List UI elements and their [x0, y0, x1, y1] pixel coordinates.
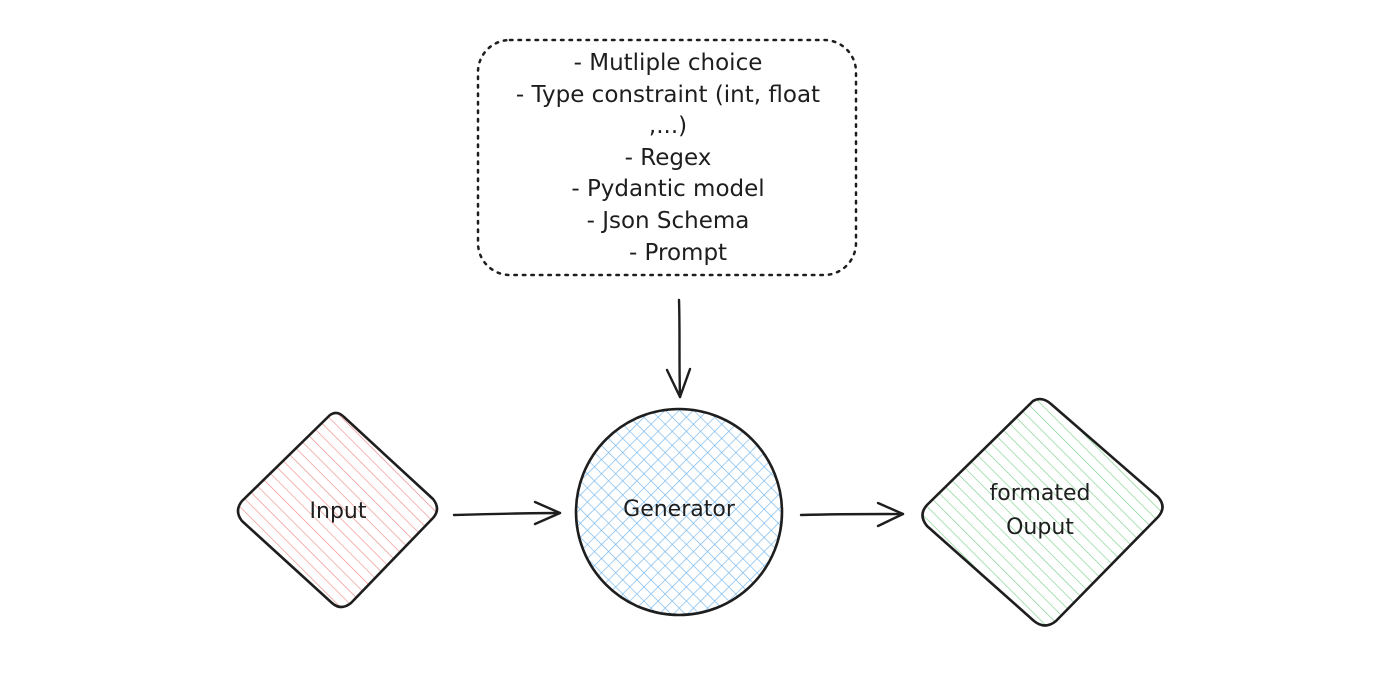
output-node: formated Ouput: [921, 397, 1164, 627]
generator-node: Generator: [574, 407, 784, 617]
output-label-line1: formated: [990, 481, 1091, 506]
constraints-box: - Mutliple choice - Type constraint (int…: [476, 38, 858, 277]
input-label: Input: [310, 499, 367, 524]
constraint-line-6: - Json Schema: [587, 208, 750, 234]
output-diamond: [921, 397, 1164, 627]
constraint-line-5: - Pydantic model: [571, 176, 764, 202]
arrow-generator-to-output: [799, 501, 905, 528]
constraint-line-3: ,...): [649, 113, 687, 139]
arrow-constraints-to-generator: [665, 298, 692, 399]
input-diamond: [236, 411, 439, 609]
input-node: Input: [236, 411, 439, 609]
constraints-box-border: [476, 38, 858, 277]
constraint-line-7: - Prompt: [629, 240, 727, 266]
arrow-input-to-generator: [452, 500, 562, 526]
generator-circle: [574, 407, 784, 617]
constraint-line-2: - Type constraint (int, float: [516, 82, 820, 108]
generator-fill-b: [577, 410, 781, 614]
generator-label: Generator: [623, 497, 736, 522]
constraint-line-4: - Regex: [625, 145, 712, 171]
constraint-line-1: - Mutliple choice: [574, 50, 763, 76]
output-label-line2: Ouput: [1006, 515, 1074, 540]
